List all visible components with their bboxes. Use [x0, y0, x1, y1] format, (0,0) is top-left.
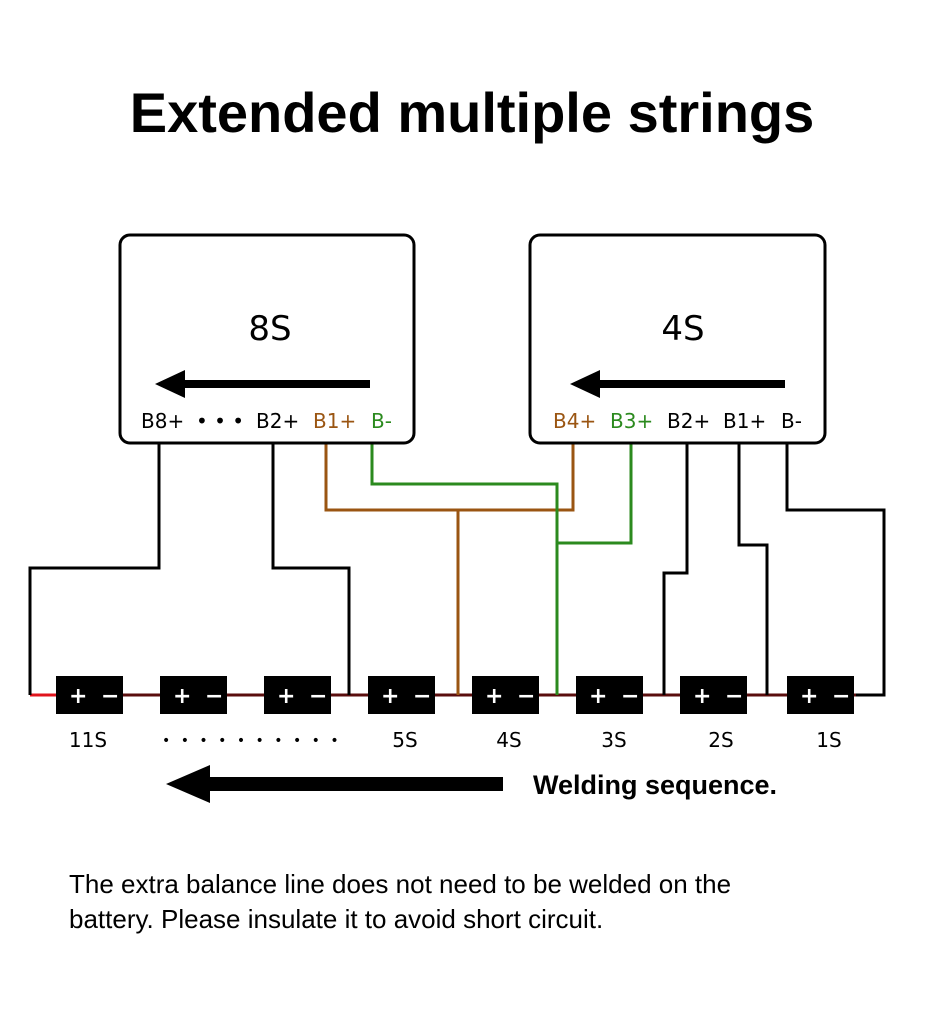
- pin-b4-plus: B4+: [553, 409, 596, 433]
- wire-b1-plus-8s-to-b4-plus: [324, 442, 575, 512]
- wire-b3-plus: [557, 442, 633, 545]
- board-8s-label: 8S: [248, 309, 291, 349]
- cell-label-4s: 4S: [496, 728, 521, 752]
- svg-text:+: +: [693, 684, 711, 709]
- pin-dots: • • •: [196, 409, 244, 433]
- svg-text:+: +: [485, 684, 503, 709]
- cell-label-1s: 1S: [816, 728, 841, 752]
- battery-cell-1s: + −: [787, 676, 854, 714]
- svg-text:−: −: [205, 684, 223, 709]
- svg-text:+: +: [589, 684, 607, 709]
- svg-text:−: −: [413, 684, 431, 709]
- svg-text:+: +: [173, 684, 191, 709]
- pin-b2-plus-8s: B2+: [256, 409, 299, 433]
- cell-label-5s: 5S: [392, 728, 417, 752]
- diagram-title: Extended multiple strings: [130, 81, 815, 144]
- wire-b1-plus-4s: [737, 442, 769, 695]
- svg-text:−: −: [517, 684, 535, 709]
- cell-label-11s: 11S: [69, 728, 107, 752]
- svg-text:−: −: [309, 684, 327, 709]
- pin-b1-plus-4s: B1+: [723, 409, 766, 433]
- svg-text:+: +: [800, 684, 818, 709]
- board-4s-direction-arrow: [570, 370, 785, 398]
- welding-sequence-arrow-icon: [166, 765, 503, 803]
- wire-b2-plus-4s: [662, 442, 689, 695]
- battery-cell-4s: + −: [472, 676, 539, 714]
- battery-cell-unlabeled-b: + −: [264, 676, 331, 714]
- wire-b2-plus-8s: [271, 442, 351, 695]
- svg-text:−: −: [621, 684, 639, 709]
- wire-b8-plus: [28, 442, 161, 695]
- pin-b1-plus-8s: B1+: [313, 409, 356, 433]
- svg-text:−: −: [101, 684, 119, 709]
- note-line-2: battery. Please insulate it to avoid sho…: [69, 904, 603, 934]
- wire-b-minus-8s-to-cell-4s: [370, 442, 559, 695]
- cell-label-2s: 2S: [708, 728, 733, 752]
- pin-b3-plus: B3+: [610, 409, 653, 433]
- battery-cell-11s: + −: [56, 676, 123, 714]
- welding-sequence-label: Welding sequence.: [533, 770, 777, 800]
- battery-cell-3s: + −: [576, 676, 643, 714]
- board-8s-direction-arrow: [155, 370, 370, 398]
- pin-b-minus-4s: B-: [781, 409, 802, 433]
- svg-text:−: −: [832, 684, 850, 709]
- pin-b8-plus: B8+: [141, 409, 184, 433]
- battery-cell-unlabeled-a: + −: [160, 676, 227, 714]
- svg-text:+: +: [277, 684, 295, 709]
- svg-text:+: +: [381, 684, 399, 709]
- battery-cell-2s: + −: [680, 676, 747, 714]
- bms-board-4s: [528, 233, 827, 445]
- board-4s-label: 4S: [661, 309, 704, 349]
- battery-cell-5s: + −: [368, 676, 435, 714]
- pin-b2-plus-4s: B2+: [667, 409, 710, 433]
- cell-label-dots: • • • • • • • • • •: [162, 733, 342, 749]
- cell-label-3s: 3S: [601, 728, 626, 752]
- note-line-1: The extra balance line does not need to …: [69, 869, 731, 899]
- bms-board-8s: [118, 233, 416, 445]
- wire-b-minus-4s: [785, 442, 886, 697]
- pin-b-minus-8s: B-: [371, 409, 392, 433]
- svg-text:+: +: [69, 684, 87, 709]
- svg-text:−: −: [725, 684, 743, 709]
